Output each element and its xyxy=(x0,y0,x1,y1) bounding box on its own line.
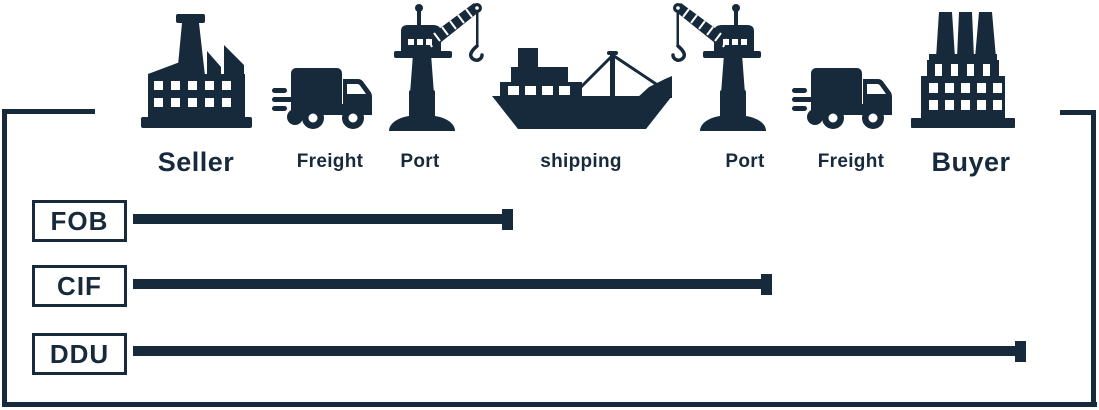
chain-label-port-origin: Port xyxy=(400,151,440,172)
frame-left-line xyxy=(2,109,7,407)
frame-top-left-stub xyxy=(2,109,95,114)
frame-bottom-line xyxy=(2,402,1097,407)
factory-icon xyxy=(140,14,253,128)
frame-right-line xyxy=(1091,110,1096,407)
truck-icon xyxy=(272,68,372,130)
crane-icon xyxy=(667,2,767,131)
chain-label-port-destination: Port xyxy=(725,151,765,172)
chain-label-buyer: Buyer xyxy=(931,147,1011,177)
ship-icon xyxy=(492,46,672,129)
chain-label-seller: Seller xyxy=(157,147,235,177)
incoterm-box-ddu: DDU xyxy=(32,333,127,375)
incoterm-box-cif: CIF xyxy=(32,265,127,307)
chain-label-freight-origin: Freight xyxy=(296,151,364,172)
incoterm-coverage-bar-fob xyxy=(133,208,513,230)
truck-icon xyxy=(792,68,892,130)
incoterm-coverage-bar-cif xyxy=(133,273,772,295)
crane-icon xyxy=(388,2,488,131)
factory-icon xyxy=(911,10,1015,128)
chain-label-freight-destination: Freight xyxy=(817,151,885,172)
incoterm-box-fob: FOB xyxy=(32,200,127,242)
incoterm-coverage-bar-ddu xyxy=(133,340,1026,362)
frame-top-right-stub xyxy=(1060,110,1096,115)
chain-label-shipping: shipping xyxy=(540,151,622,172)
